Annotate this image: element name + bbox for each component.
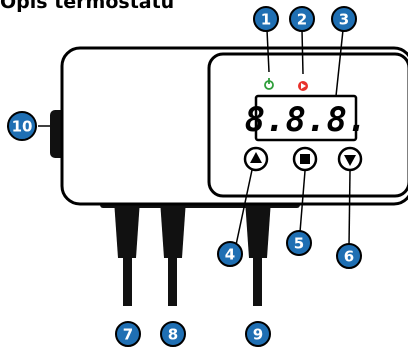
callout-1: 1 — [253, 6, 279, 32]
callout-2: 2 — [289, 6, 315, 32]
callout-8: 8 — [160, 321, 186, 347]
leader-lines — [38, 29, 351, 247]
triangle-down-icon — [344, 155, 356, 166]
power-icon — [264, 78, 274, 90]
svg-text:1: 1 — [261, 11, 271, 29]
down-button[interactable] — [337, 146, 363, 172]
pump-icon — [298, 81, 308, 91]
svg-text:5: 5 — [294, 235, 304, 253]
triangle-up-icon — [250, 152, 262, 163]
callout-4: 4 — [217, 241, 243, 267]
svg-text:3: 3 — [339, 11, 349, 29]
cable-3 — [245, 200, 271, 306]
cable-1 — [114, 200, 140, 306]
callout-3: 3 — [331, 6, 357, 32]
svg-text:6: 6 — [344, 248, 354, 266]
callout-7: 7 — [115, 321, 141, 347]
diagram-title: Opis termostatu — [0, 0, 175, 13]
svg-text:2: 2 — [297, 11, 307, 29]
up-button[interactable] — [243, 146, 269, 172]
display-readout: 8.8.8. — [245, 100, 368, 140]
stop-button[interactable] — [292, 146, 318, 172]
callout-6: 6 — [336, 243, 362, 269]
square-icon — [300, 154, 310, 164]
callout-10: 10 — [7, 111, 37, 141]
svg-text:10: 10 — [12, 118, 33, 136]
svg-text:9: 9 — [253, 326, 263, 344]
callout-5: 5 — [286, 230, 312, 256]
display — [254, 94, 358, 142]
callout-9: 9 — [245, 321, 271, 347]
cable-2 — [160, 200, 186, 306]
svg-text:4: 4 — [225, 246, 235, 264]
svg-text:8: 8 — [168, 326, 178, 344]
svg-text:7: 7 — [123, 326, 133, 344]
